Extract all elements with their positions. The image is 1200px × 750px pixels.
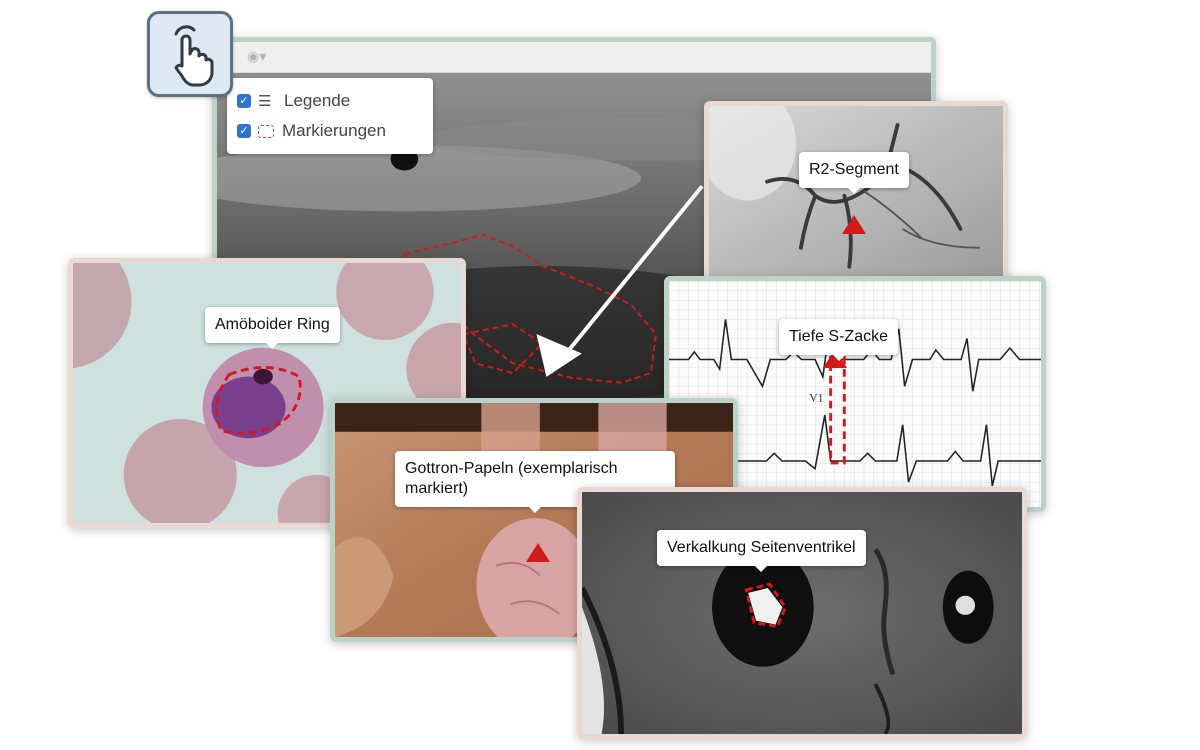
legend-toggle[interactable]: ✓ ☰ Legende <box>237 86 423 116</box>
mri-label: Verkalkung Seitenventrikel <box>657 530 866 572</box>
checkbox-markings[interactable]: ✓ <box>237 124 251 138</box>
mri-card: Verkalkung Seitenventrikel <box>577 487 1027 739</box>
checkbox-legend[interactable]: ✓ <box>237 94 251 108</box>
mri-image <box>582 492 1022 734</box>
ecg-label: Tiefe S-Zacke <box>779 319 898 361</box>
touch-mode-button[interactable] <box>147 11 233 97</box>
skin-marker <box>526 543 550 562</box>
markings-toggle[interactable]: ✓ Markierungen <box>237 116 423 146</box>
skin-label: Gottron-Papeln (exemplarisch markiert) <box>395 451 675 513</box>
dashed-rectangle-icon <box>258 124 274 138</box>
angiogram-marker <box>842 215 866 234</box>
viewer-toolbar: ◉▾ <box>217 42 931 73</box>
markings-toggle-label: Markierungen <box>282 121 386 140</box>
ecg-image: V1 <box>669 281 1041 507</box>
list-icon: ☰ <box>258 93 272 110</box>
ecg-card: V1 Tiefe S-Zacke <box>664 276 1046 512</box>
legend-panel: ✓ ☰ Legende ✓ Markierungen <box>227 78 433 154</box>
angiogram-label: R2-Segment <box>799 152 909 194</box>
eye-icon[interactable]: ◉▾ <box>247 48 267 64</box>
blood-smear-label: Amöboider Ring <box>205 307 340 349</box>
angiogram-card: R2-Segment <box>704 101 1008 284</box>
ecg-lead-label: V1 <box>809 392 823 405</box>
legend-toggle-label: Legende <box>284 91 351 110</box>
touch-hand-icon <box>174 25 214 87</box>
